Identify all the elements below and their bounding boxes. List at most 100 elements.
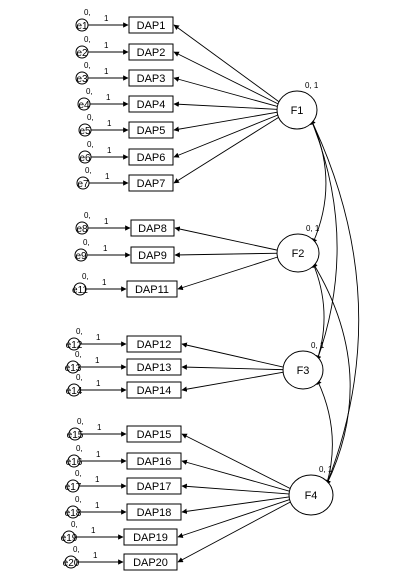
- loading-arrow: [173, 24, 282, 104]
- error-label: e12: [66, 340, 83, 351]
- loading-label: 1: [96, 333, 101, 342]
- factor-variance-label: 0, 1: [305, 81, 319, 90]
- loading-label: 1: [104, 217, 109, 226]
- error-mean-label: 0,: [76, 373, 83, 382]
- loading-label: 1: [96, 379, 101, 388]
- error-circle: [78, 123, 92, 137]
- error-mean-label: 0,: [86, 87, 93, 96]
- indicator-label: DAP17: [137, 481, 172, 493]
- error-label: e14: [66, 386, 83, 397]
- loading-label: 1: [104, 41, 109, 50]
- error-label: e17: [65, 482, 82, 493]
- error-circle: [67, 383, 81, 397]
- factor-label: F3: [297, 365, 310, 377]
- factor-ellipse: [282, 350, 324, 390]
- loading-arrow: [173, 101, 282, 110]
- loading-label: 1: [95, 501, 100, 510]
- error-label: e16: [66, 457, 83, 468]
- loading-label: 1: [91, 526, 96, 535]
- indicator-label: DAP8: [138, 223, 167, 235]
- loading-label: 1: [105, 172, 110, 181]
- error-circle: [67, 454, 81, 468]
- loading-arrow: [181, 364, 288, 371]
- loading-label: 1: [96, 450, 101, 459]
- error-label: e6: [79, 153, 91, 164]
- error-label: e20: [63, 558, 80, 569]
- indicator-box: [130, 219, 175, 237]
- error-mean-label: 0,: [76, 327, 83, 336]
- loading-label: 1: [106, 93, 111, 102]
- indicator-label: DAP7: [137, 178, 166, 190]
- factor-variance-label: 0, 1: [311, 341, 325, 350]
- factor-label: F2: [292, 248, 305, 260]
- error-label: e8: [76, 224, 88, 235]
- indicator-box: [128, 43, 174, 61]
- loading-label: 1: [107, 146, 112, 155]
- indicator-box: [123, 553, 178, 571]
- indicator-box: [128, 69, 174, 87]
- loading-arrow: [181, 495, 294, 514]
- loading-label: 1: [93, 551, 98, 560]
- loading-arrow: [174, 252, 282, 258]
- error-label: e2: [76, 48, 88, 59]
- error-circle: [78, 150, 92, 164]
- indicator-label: DAP6: [137, 152, 166, 164]
- error-circle: [66, 505, 80, 519]
- indicator-label: DAP19: [133, 532, 168, 544]
- error-circle: [64, 555, 78, 569]
- edges-layer: [75, 22, 360, 565]
- error-label: e5: [79, 126, 91, 137]
- loading-arrow: [177, 255, 282, 291]
- indicator-label: DAP13: [137, 362, 172, 374]
- loading-label: 1: [95, 356, 100, 365]
- error-label: e19: [61, 533, 78, 544]
- error-mean-label: 0,: [75, 350, 82, 359]
- indicator-box: [128, 174, 174, 192]
- factor-variance-label: 0, 1: [306, 224, 320, 233]
- error-label: e7: [77, 179, 89, 190]
- error-circle: [75, 18, 89, 32]
- error-circle: [68, 427, 82, 441]
- error-mean-label: 0,: [75, 495, 82, 504]
- indicator-label: DAP1: [137, 20, 166, 32]
- indicator-box: [128, 95, 174, 113]
- indicator-label: DAP18: [137, 507, 172, 519]
- factor-variance-label: 0, 1: [319, 465, 333, 474]
- error-label: e3: [76, 74, 88, 85]
- error-label: e9: [75, 251, 87, 262]
- error-mean-label: 0,: [82, 272, 89, 281]
- error-circle: [75, 45, 89, 59]
- error-circle: [66, 479, 80, 493]
- indicator-box: [126, 425, 182, 443]
- error-circle: [76, 176, 90, 190]
- error-label: e13: [65, 363, 82, 374]
- loading-label: 1: [102, 278, 107, 287]
- loading-arrow: [181, 371, 288, 392]
- factor-ellipse: [288, 474, 334, 516]
- loading-arrow: [181, 483, 294, 495]
- error-mean-label: 0,: [71, 520, 78, 529]
- indicator-label: DAP20: [133, 557, 168, 569]
- error-label: e11: [72, 285, 88, 296]
- indicator-label: DAP4: [137, 99, 166, 111]
- indicator-box: [123, 528, 178, 546]
- indicator-box: [128, 148, 174, 166]
- loading-arrow: [173, 76, 282, 108]
- factor-label: F1: [291, 105, 304, 117]
- indicator-box: [126, 335, 182, 353]
- loading-arrow: [177, 497, 294, 539]
- error-label: e15: [67, 430, 84, 441]
- factor-label: F4: [305, 490, 318, 502]
- factor-ellipse: [276, 233, 320, 273]
- indicator-box: [126, 477, 182, 495]
- error-circle: [66, 360, 80, 374]
- error-circle: [75, 71, 89, 85]
- indicator-box: [128, 121, 174, 139]
- error-mean-label: 0,: [75, 469, 82, 478]
- loading-label: 1: [103, 244, 108, 253]
- indicator-box: [126, 452, 182, 470]
- error-label: e4: [78, 100, 90, 111]
- covariance-curve: [312, 262, 351, 486]
- error-mean-label: 0,: [87, 113, 94, 122]
- indicator-label: DAP11: [135, 284, 169, 296]
